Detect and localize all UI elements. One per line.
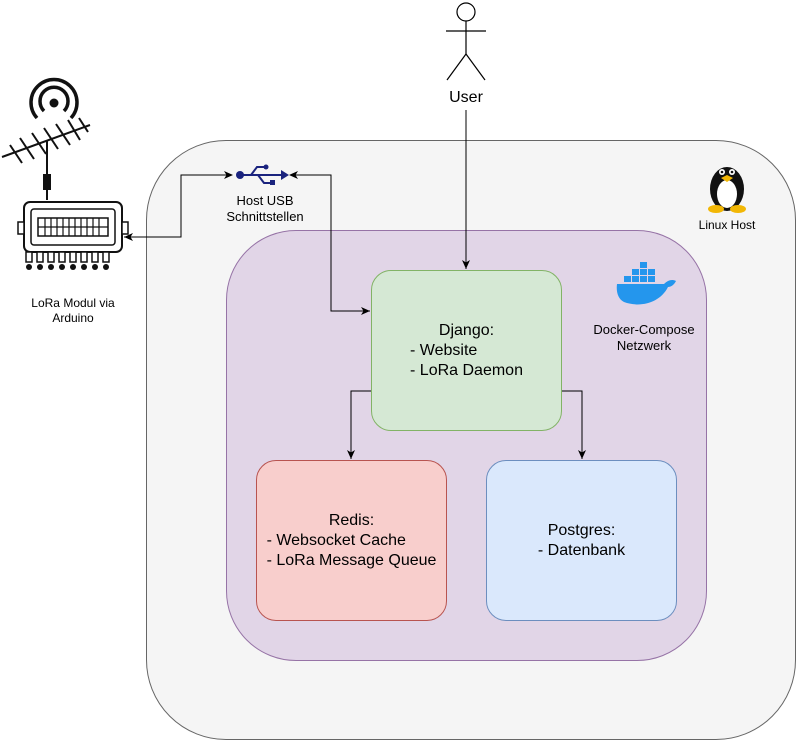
redis-line-message-queue: - LoRa Message Queue	[266, 551, 437, 569]
antenna-icon	[1, 77, 91, 200]
django-node[interactable]: Django: - Website - LoRa Daemon	[371, 270, 562, 431]
edge-django-postgres	[562, 390, 586, 459]
django-line-lora-daemon: - LoRa Daemon	[410, 361, 523, 379]
redis-title: Redis:	[328, 511, 375, 529]
edge-usb-lora	[124, 171, 233, 241]
redis-line-websocket-cache: - Websocket Cache	[266, 531, 406, 549]
usb-label: Host USB Schnittstellen	[226, 193, 304, 224]
django-line-website: - Website	[410, 341, 478, 359]
docker-network-label: Docker-Compose Netzwerk	[593, 322, 695, 353]
django-title: Django:	[438, 321, 495, 339]
usb-icon	[236, 164, 289, 185]
postgres-node[interactable]: Postgres: - Datenbank	[486, 460, 677, 621]
redis-node[interactable]: Redis: - Websocket Cache - LoRa Message …	[256, 460, 447, 621]
linux-host-label: Linux Host	[698, 218, 756, 232]
postgres-title: Postgres:	[547, 521, 616, 539]
docker-whale-icon	[616, 262, 676, 305]
edge-django-redis	[347, 390, 371, 459]
lora-module-label: LoRa Modul via Arduino	[31, 296, 115, 325]
user-label: User	[449, 89, 483, 106]
linux-tux-icon	[708, 167, 746, 213]
user-icon	[446, 2, 486, 81]
arduino-chip-icon	[17, 201, 129, 270]
postgres-line-datenbank: - Datenbank	[537, 541, 626, 559]
edge-usb-django	[289, 171, 370, 315]
